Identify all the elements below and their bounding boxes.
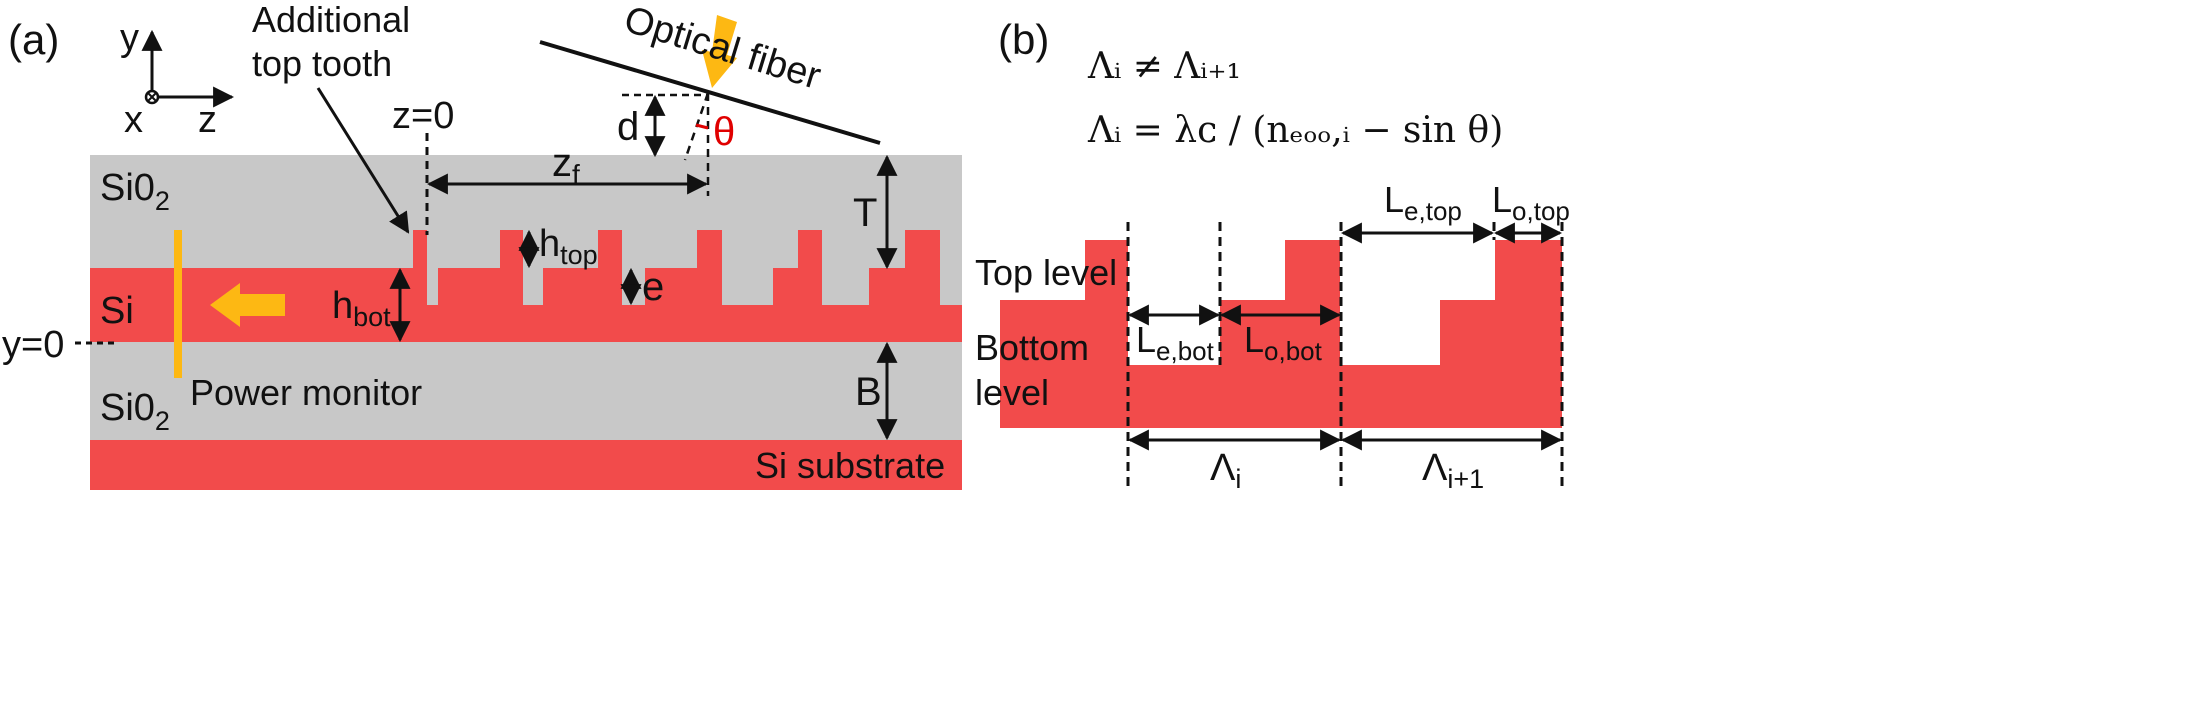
optical-fiber-line [539, 40, 881, 145]
propagation-arrow [210, 283, 285, 327]
B-label: B [855, 370, 882, 414]
grating-profile [1000, 240, 1562, 428]
lambda-i-label: Λi [1210, 447, 1241, 494]
panel-b: (b) Λᵢ ≠ Λᵢ₊₁ Λᵢ = λᴄ / (nₑₒₒ,ᵢ − sin θ)… [975, 16, 1570, 494]
power-monitor-label: Power monitor [190, 372, 422, 413]
hbot-label: hbot [332, 285, 391, 332]
lambda-i1-label: Λi+1 [1422, 447, 1484, 494]
top-level-label: Top level [975, 252, 1117, 293]
theta-label: θ [713, 110, 735, 154]
tooth-note-line2: top tooth [252, 43, 392, 84]
y0-label: y=0 [2, 324, 64, 366]
lo-top-label: Lo,top [1492, 179, 1570, 226]
tooth-pointer [316, 87, 410, 234]
optical-fiber-label: Optical fiber [619, 0, 825, 98]
si-waveguide [90, 230, 962, 342]
panel-a: (a) y x z Additional top tooth z=0 Optic… [2, 0, 962, 490]
fiber-input-arrow [702, 15, 737, 88]
z0-label: z=0 [392, 95, 454, 137]
zf-label: zf [552, 141, 580, 190]
coordinate-axes [141, 29, 235, 108]
power-monitor-bar [174, 230, 182, 378]
sio2-bottom-label: Si02 [100, 387, 170, 436]
le-bot-label: Le,bot [1136, 319, 1215, 366]
si-substrate [90, 440, 962, 490]
le-top-label: Le,top [1384, 179, 1462, 226]
panel-b-label: (b) [998, 16, 1049, 63]
tooth-note-line1: Additional [252, 0, 410, 40]
z-axis-label: z [198, 99, 217, 141]
bottom-level-line1: Bottom [975, 327, 1089, 368]
panel-a-label: (a) [8, 16, 59, 63]
equation-2: Λᵢ = λᴄ / (nₑₒₒ,ᵢ − sin θ) [1087, 110, 1503, 151]
x-axis-label: x [124, 99, 143, 141]
lo-bot-label: Lo,bot [1244, 319, 1323, 366]
e-label: e [642, 265, 664, 309]
sio2-top-label: Si02 [100, 167, 170, 216]
T-label: T [853, 191, 877, 235]
bottom-level-line2: level [975, 372, 1049, 413]
d-label: d [617, 105, 639, 149]
y-axis-label: y [120, 17, 139, 59]
substrate-label: Si substrate [755, 445, 945, 486]
htop-label: htop [539, 223, 598, 270]
equation-1: Λᵢ ≠ Λᵢ₊₁ [1087, 46, 1241, 87]
si-label: Si [100, 290, 134, 332]
